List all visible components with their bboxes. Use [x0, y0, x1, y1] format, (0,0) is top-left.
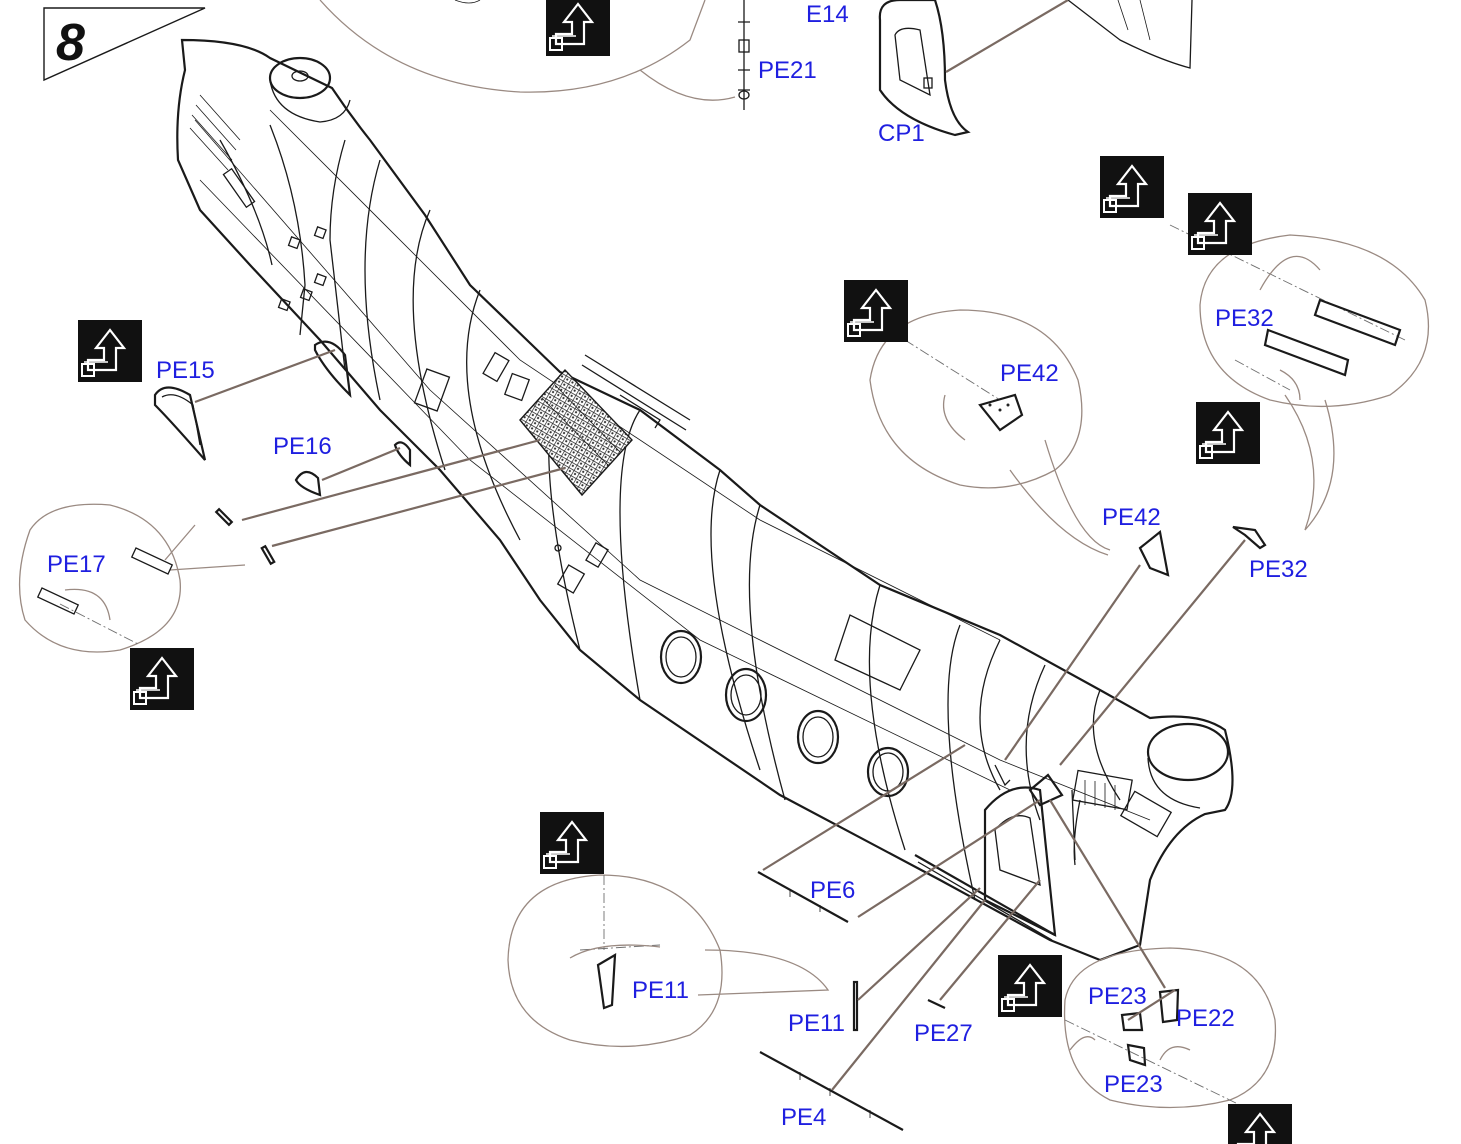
flip-arrow-icon: [1226, 1102, 1294, 1144]
pe15-socket: [313, 340, 352, 399]
label-pe11: PE11: [788, 1010, 845, 1037]
pe32-part: [1232, 525, 1267, 550]
pe27-part: [927, 999, 946, 1009]
label-pe16: PE16: [273, 433, 332, 460]
upper-right-rotor-part: [1067, 0, 1193, 69]
pe4-part: [759, 1051, 904, 1131]
pe15-part: [153, 386, 207, 461]
pe21-antenna-part: [738, 0, 750, 110]
detail-circle-pe17: [18, 503, 246, 653]
flip-arrow-icon: [76, 318, 144, 384]
flip-arrow-icon: [996, 953, 1064, 1019]
label-pe6: PE6: [810, 877, 855, 904]
flip-arrow-icon: [1186, 191, 1254, 257]
pe16-part: [294, 470, 322, 497]
part-labels: E14 PE21 CP1 PE15 PE16 PE17 PE42 PE42 PE…: [47, 1, 1308, 1131]
flip-arrow-icon: [1194, 400, 1262, 466]
fuselage: [176, 38, 1234, 962]
label-e14: E14: [806, 1, 849, 28]
detail-circle-pe22-23: [1063, 947, 1277, 1109]
label-pe42-detail: PE42: [1000, 360, 1059, 387]
flip-arrow-icon: [1098, 154, 1166, 220]
cockpit-door-part: [878, 0, 971, 137]
flip-arrow-icon: [128, 646, 196, 712]
detail-circle-pe11: [507, 874, 830, 1048]
label-pe4: PE4: [781, 1104, 826, 1131]
step-number: 8: [56, 14, 85, 72]
pe17-strips: [214, 507, 276, 566]
pe11-part: [852, 980, 859, 1032]
label-pe32: PE32: [1249, 556, 1308, 583]
pe6-part: [757, 871, 849, 923]
flip-arrow-icon: [544, 0, 612, 58]
leader-lines: [194, 0, 1246, 1091]
label-pe23-bottom: PE23: [1104, 1071, 1163, 1098]
detail-circle-pe32: [1169, 224, 1429, 531]
label-pe17: PE17: [47, 551, 106, 578]
label-cp1: CP1: [878, 120, 925, 147]
detail-circle-pe42: [869, 309, 1111, 556]
flip-arrow-icon: [538, 810, 606, 876]
label-pe22: PE22: [1176, 1005, 1235, 1032]
label-pe15: PE15: [156, 357, 215, 384]
label-pe27: PE27: [914, 1020, 973, 1047]
detail-circle-top: [319, 0, 736, 101]
label-pe42: PE42: [1102, 504, 1161, 531]
label-pe11-detail: PE11: [632, 977, 689, 1004]
label-pe23-top: PE23: [1088, 983, 1147, 1010]
flip-arrow-icon: [842, 278, 910, 344]
label-pe32-detail: PE32: [1215, 305, 1274, 332]
step-badge: 8: [43, 7, 206, 82]
pe42-part: [1138, 529, 1170, 577]
label-pe21: PE21: [758, 57, 817, 84]
